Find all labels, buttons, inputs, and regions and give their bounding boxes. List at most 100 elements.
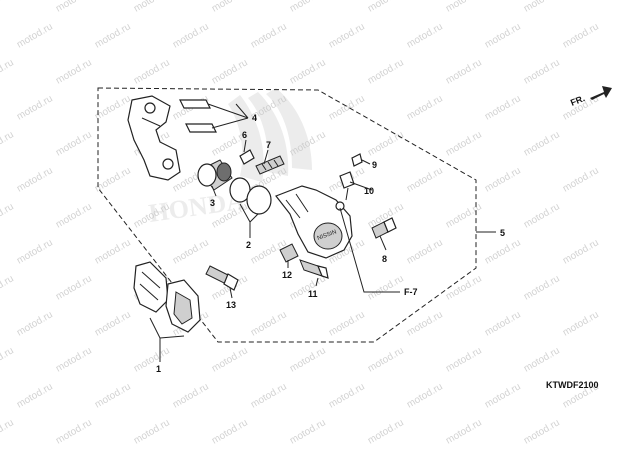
mounting-bolt-8 bbox=[371, 217, 397, 239]
callout-1: 1 bbox=[156, 364, 161, 374]
site-watermark-text: motod.ru bbox=[327, 21, 367, 50]
site-watermark-text: motod.ru bbox=[288, 57, 328, 86]
site-watermark-text: motod.ru bbox=[93, 309, 133, 338]
site-watermark-text: motod.ru bbox=[288, 417, 328, 446]
callout-5: 5 bbox=[500, 228, 505, 238]
site-watermark-text: motod.ru bbox=[522, 201, 562, 230]
callout-12: 12 bbox=[282, 270, 292, 280]
site-watermark-text: motod.ru bbox=[132, 0, 172, 15]
pad-spring-clips bbox=[179, 99, 217, 133]
pin-bolt bbox=[239, 149, 285, 175]
site-watermark-text: motod.ru bbox=[132, 417, 172, 446]
site-watermark-text: motod.ru bbox=[15, 21, 55, 50]
callout-9: 9 bbox=[372, 160, 377, 170]
site-watermark-text: motod.ru bbox=[444, 0, 484, 15]
site-watermark-text: motod.ru bbox=[93, 165, 133, 194]
site-watermark-text: motod.ru bbox=[0, 201, 16, 230]
site-watermark-text: motod.ru bbox=[366, 345, 406, 374]
site-watermark-text: motod.ru bbox=[405, 21, 445, 50]
site-watermark-text: motod.ru bbox=[405, 93, 445, 122]
site-watermark-text: motod.ru bbox=[444, 417, 484, 446]
caliper-bracket bbox=[127, 95, 181, 181]
site-watermark-text: motod.ru bbox=[54, 57, 94, 86]
caliper-body: NISSIN bbox=[275, 185, 353, 259]
site-watermark-text: motod.ru bbox=[366, 129, 406, 158]
site-watermark-text: motod.ru bbox=[132, 345, 172, 374]
site-watermark-text: motod.ru bbox=[54, 345, 94, 374]
callout-3: 3 bbox=[210, 198, 215, 208]
diagram-code: KTWDF2100 bbox=[546, 380, 599, 390]
site-watermark-text: motod.ru bbox=[93, 21, 133, 50]
callout-6: 6 bbox=[242, 130, 247, 140]
site-watermark-text: motod.ru bbox=[327, 309, 367, 338]
site-watermark-text: motod.ru bbox=[522, 57, 562, 86]
bleeder-valve bbox=[339, 153, 363, 201]
site-watermark-text: motod.ru bbox=[171, 21, 211, 50]
site-watermark-text: motod.ru bbox=[249, 21, 289, 50]
site-watermark-text: motod.ru bbox=[54, 201, 94, 230]
piston-seals bbox=[229, 177, 272, 215]
site-watermark-text: motod.ru bbox=[210, 417, 250, 446]
site-watermark-text: motod.ru bbox=[0, 417, 16, 446]
callout-2: 2 bbox=[246, 240, 251, 250]
reference-label: F-7 bbox=[404, 287, 418, 297]
site-watermark-text: motod.ru bbox=[54, 129, 94, 158]
callout-7: 7 bbox=[266, 140, 271, 150]
site-watermark-text: motod.ru bbox=[93, 93, 133, 122]
site-watermark-text: motod.ru bbox=[483, 21, 523, 50]
leader-lines bbox=[149, 103, 496, 362]
site-watermark-text: motod.ru bbox=[210, 345, 250, 374]
slide-pin bbox=[299, 259, 329, 279]
site-watermark-text: motod.ru bbox=[522, 417, 562, 446]
site-watermark-text: motod.ru bbox=[54, 273, 94, 302]
site-watermark-text: motod.ru bbox=[366, 0, 406, 15]
site-watermark-text: motod.ru bbox=[54, 0, 94, 15]
brake-pads bbox=[133, 261, 201, 333]
pin-boot bbox=[279, 243, 299, 263]
site-watermark-text: motod.ru bbox=[15, 309, 55, 338]
site-watermark-text: motod.ru bbox=[0, 0, 16, 15]
callout-8: 8 bbox=[382, 254, 387, 264]
site-watermark-text: motod.ru bbox=[15, 93, 55, 122]
site-watermark-text: motod.ru bbox=[327, 381, 367, 410]
bracket-bolt-13 bbox=[205, 265, 239, 291]
site-watermark-text: motod.ru bbox=[522, 273, 562, 302]
site-watermark-text: motod.ru bbox=[288, 0, 328, 15]
site-watermark-text: motod.ru bbox=[288, 345, 328, 374]
site-watermark-text: motod.ru bbox=[171, 237, 211, 266]
site-watermark-text: motod.ru bbox=[483, 381, 523, 410]
callout-13: 13 bbox=[226, 300, 236, 310]
site-watermark-text: motod.ru bbox=[561, 21, 601, 50]
site-watermark-text: motod.ru bbox=[405, 381, 445, 410]
callout-11: 11 bbox=[308, 289, 318, 299]
site-watermark-text: motod.ru bbox=[366, 417, 406, 446]
site-watermark-text: motod.ru bbox=[483, 93, 523, 122]
site-watermark-text: motod.ru bbox=[249, 309, 289, 338]
site-watermark-text: motod.ru bbox=[483, 237, 523, 266]
site-watermark-text: motod.ru bbox=[444, 201, 484, 230]
site-watermark-text: motod.ru bbox=[327, 93, 367, 122]
site-watermark-text: motod.ru bbox=[93, 381, 133, 410]
site-watermark-text: motod.ru bbox=[15, 237, 55, 266]
site-watermark-text: motod.ru bbox=[444, 273, 484, 302]
site-watermark-text: motod.ru bbox=[405, 309, 445, 338]
assembly-boundary bbox=[97, 87, 477, 343]
site-watermark-text: motod.ru bbox=[0, 129, 16, 158]
site-watermark-text: motod.ru bbox=[249, 381, 289, 410]
site-watermark-text: motod.ru bbox=[405, 237, 445, 266]
site-watermark-text: motod.ru bbox=[132, 57, 172, 86]
site-watermark-text: motod.ru bbox=[405, 165, 445, 194]
site-watermark-text: motod.ru bbox=[483, 309, 523, 338]
site-watermark-text: motod.ru bbox=[171, 381, 211, 410]
callout-labels: 1 2 3 4 5 6 7 8 9 10 11 12 13 F-7 bbox=[156, 113, 505, 374]
site-watermark-text: motod.ru bbox=[444, 129, 484, 158]
site-watermark-text: motod.ru bbox=[93, 237, 133, 266]
site-watermark-text: motod.ru bbox=[444, 57, 484, 86]
piston bbox=[197, 159, 233, 191]
arrow-icon bbox=[590, 86, 612, 100]
site-watermark-text: motod.ru bbox=[561, 165, 601, 194]
site-watermark-text: motod.ru bbox=[366, 57, 406, 86]
site-watermark-text: motod.ru bbox=[522, 345, 562, 374]
site-watermark-text: motod.ru bbox=[0, 273, 16, 302]
